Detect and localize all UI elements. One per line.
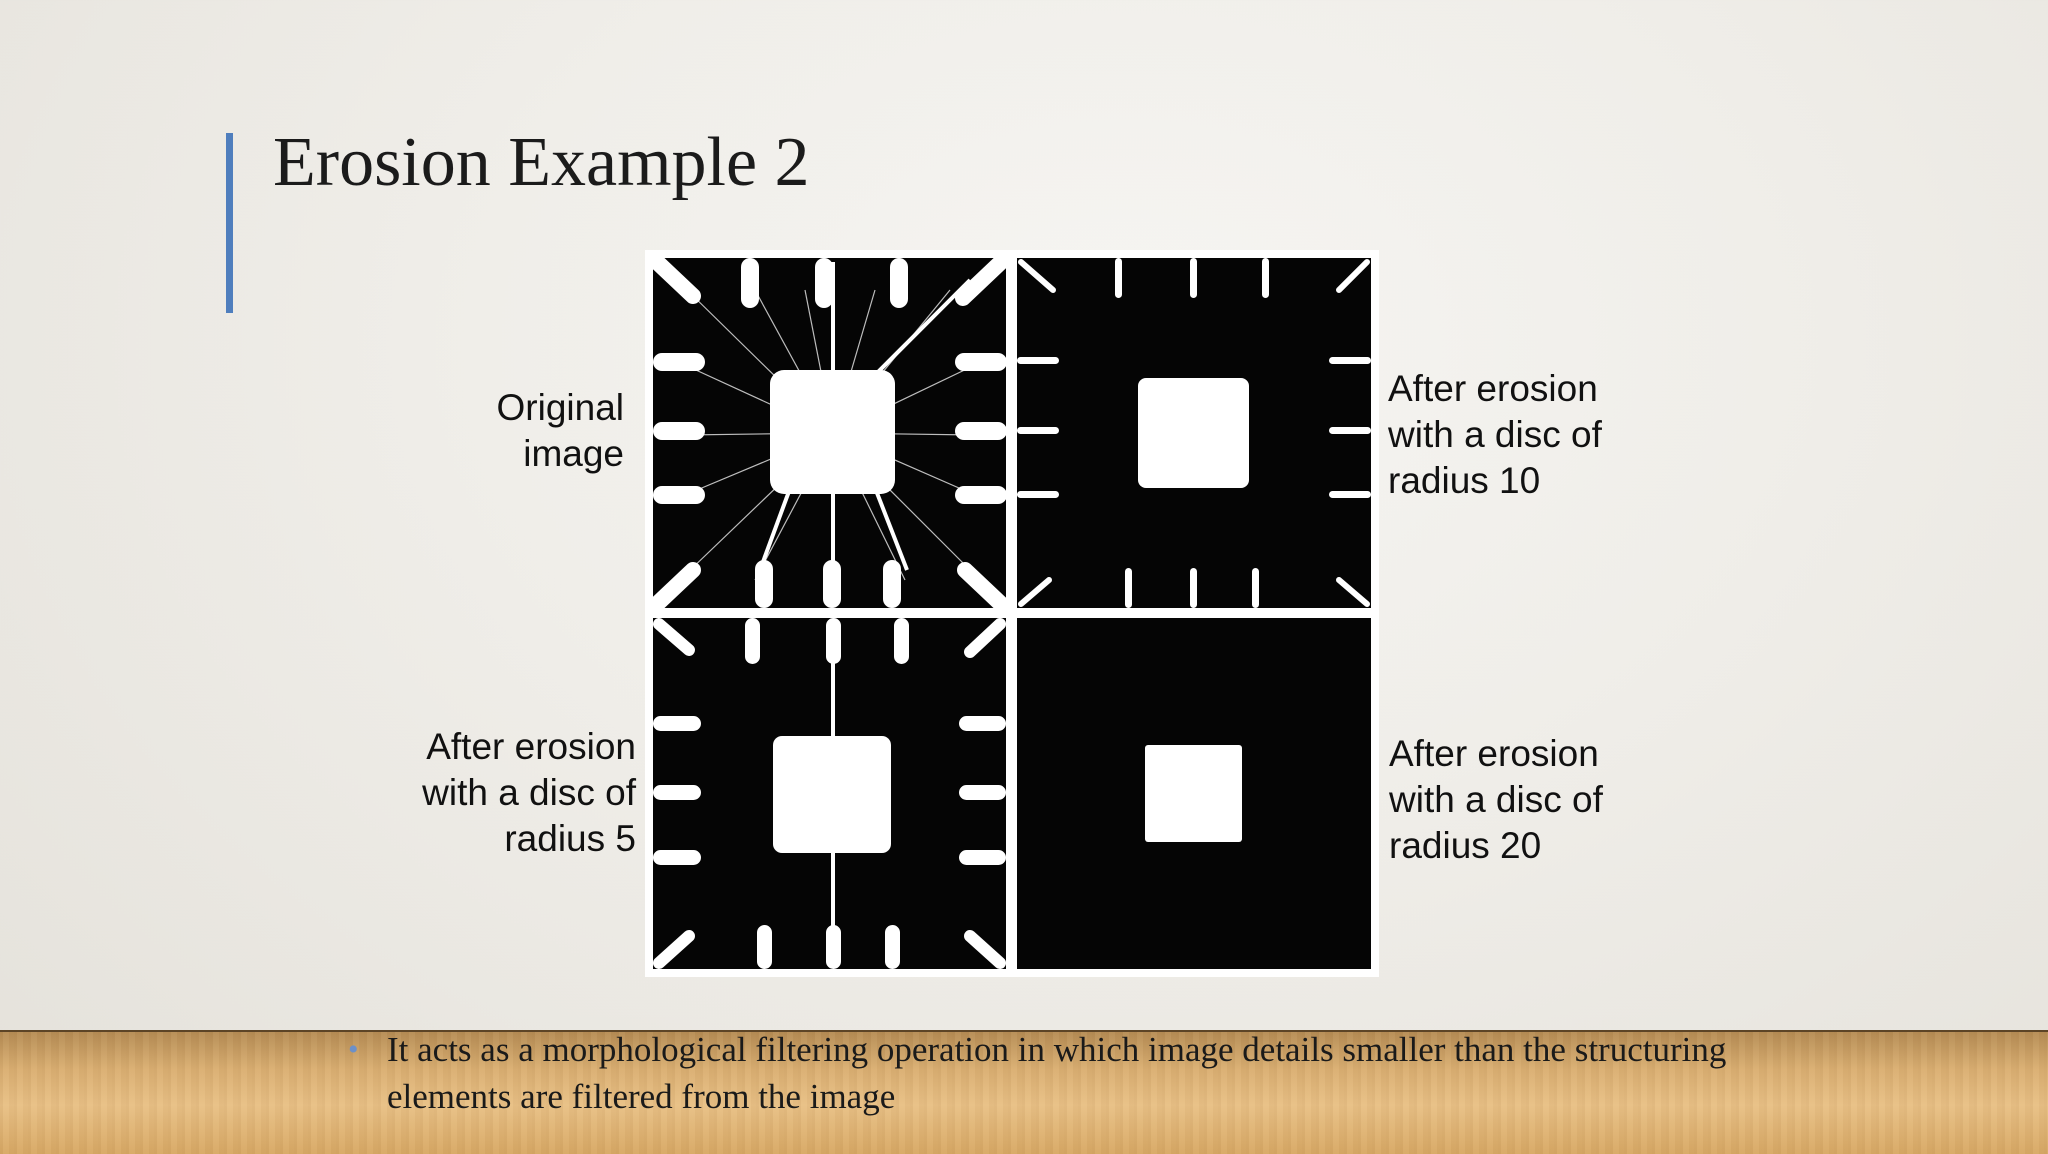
slide-title: Erosion Example 2 xyxy=(273,124,810,201)
panel-radius-10-shapes xyxy=(1017,258,1371,608)
bullet-text: It acts as a morphological filtering ope… xyxy=(387,1030,1727,1116)
panel-radius-5-shapes xyxy=(653,618,1006,969)
label-radius-20: After erosion with a disc of radius 20 xyxy=(1389,733,1603,866)
panel-radius-20-shapes xyxy=(1145,745,1242,842)
label-original-image: Original image xyxy=(496,387,625,474)
bullet-point: • It acts as a morphological filtering o… xyxy=(348,1026,1748,1120)
label-radius-5: After erosion with a disc of radius 5 xyxy=(422,726,636,859)
bullet-marker: • xyxy=(348,1033,359,1066)
title-accent-bar xyxy=(226,133,233,313)
label-radius-10: After erosion with a disc of radius 10 xyxy=(1388,368,1602,501)
erosion-figure xyxy=(645,250,1379,977)
erosion-figure-graphic xyxy=(649,254,1371,969)
panel-original-shapes xyxy=(649,254,1009,612)
wood-floor-background xyxy=(0,1030,2048,1154)
